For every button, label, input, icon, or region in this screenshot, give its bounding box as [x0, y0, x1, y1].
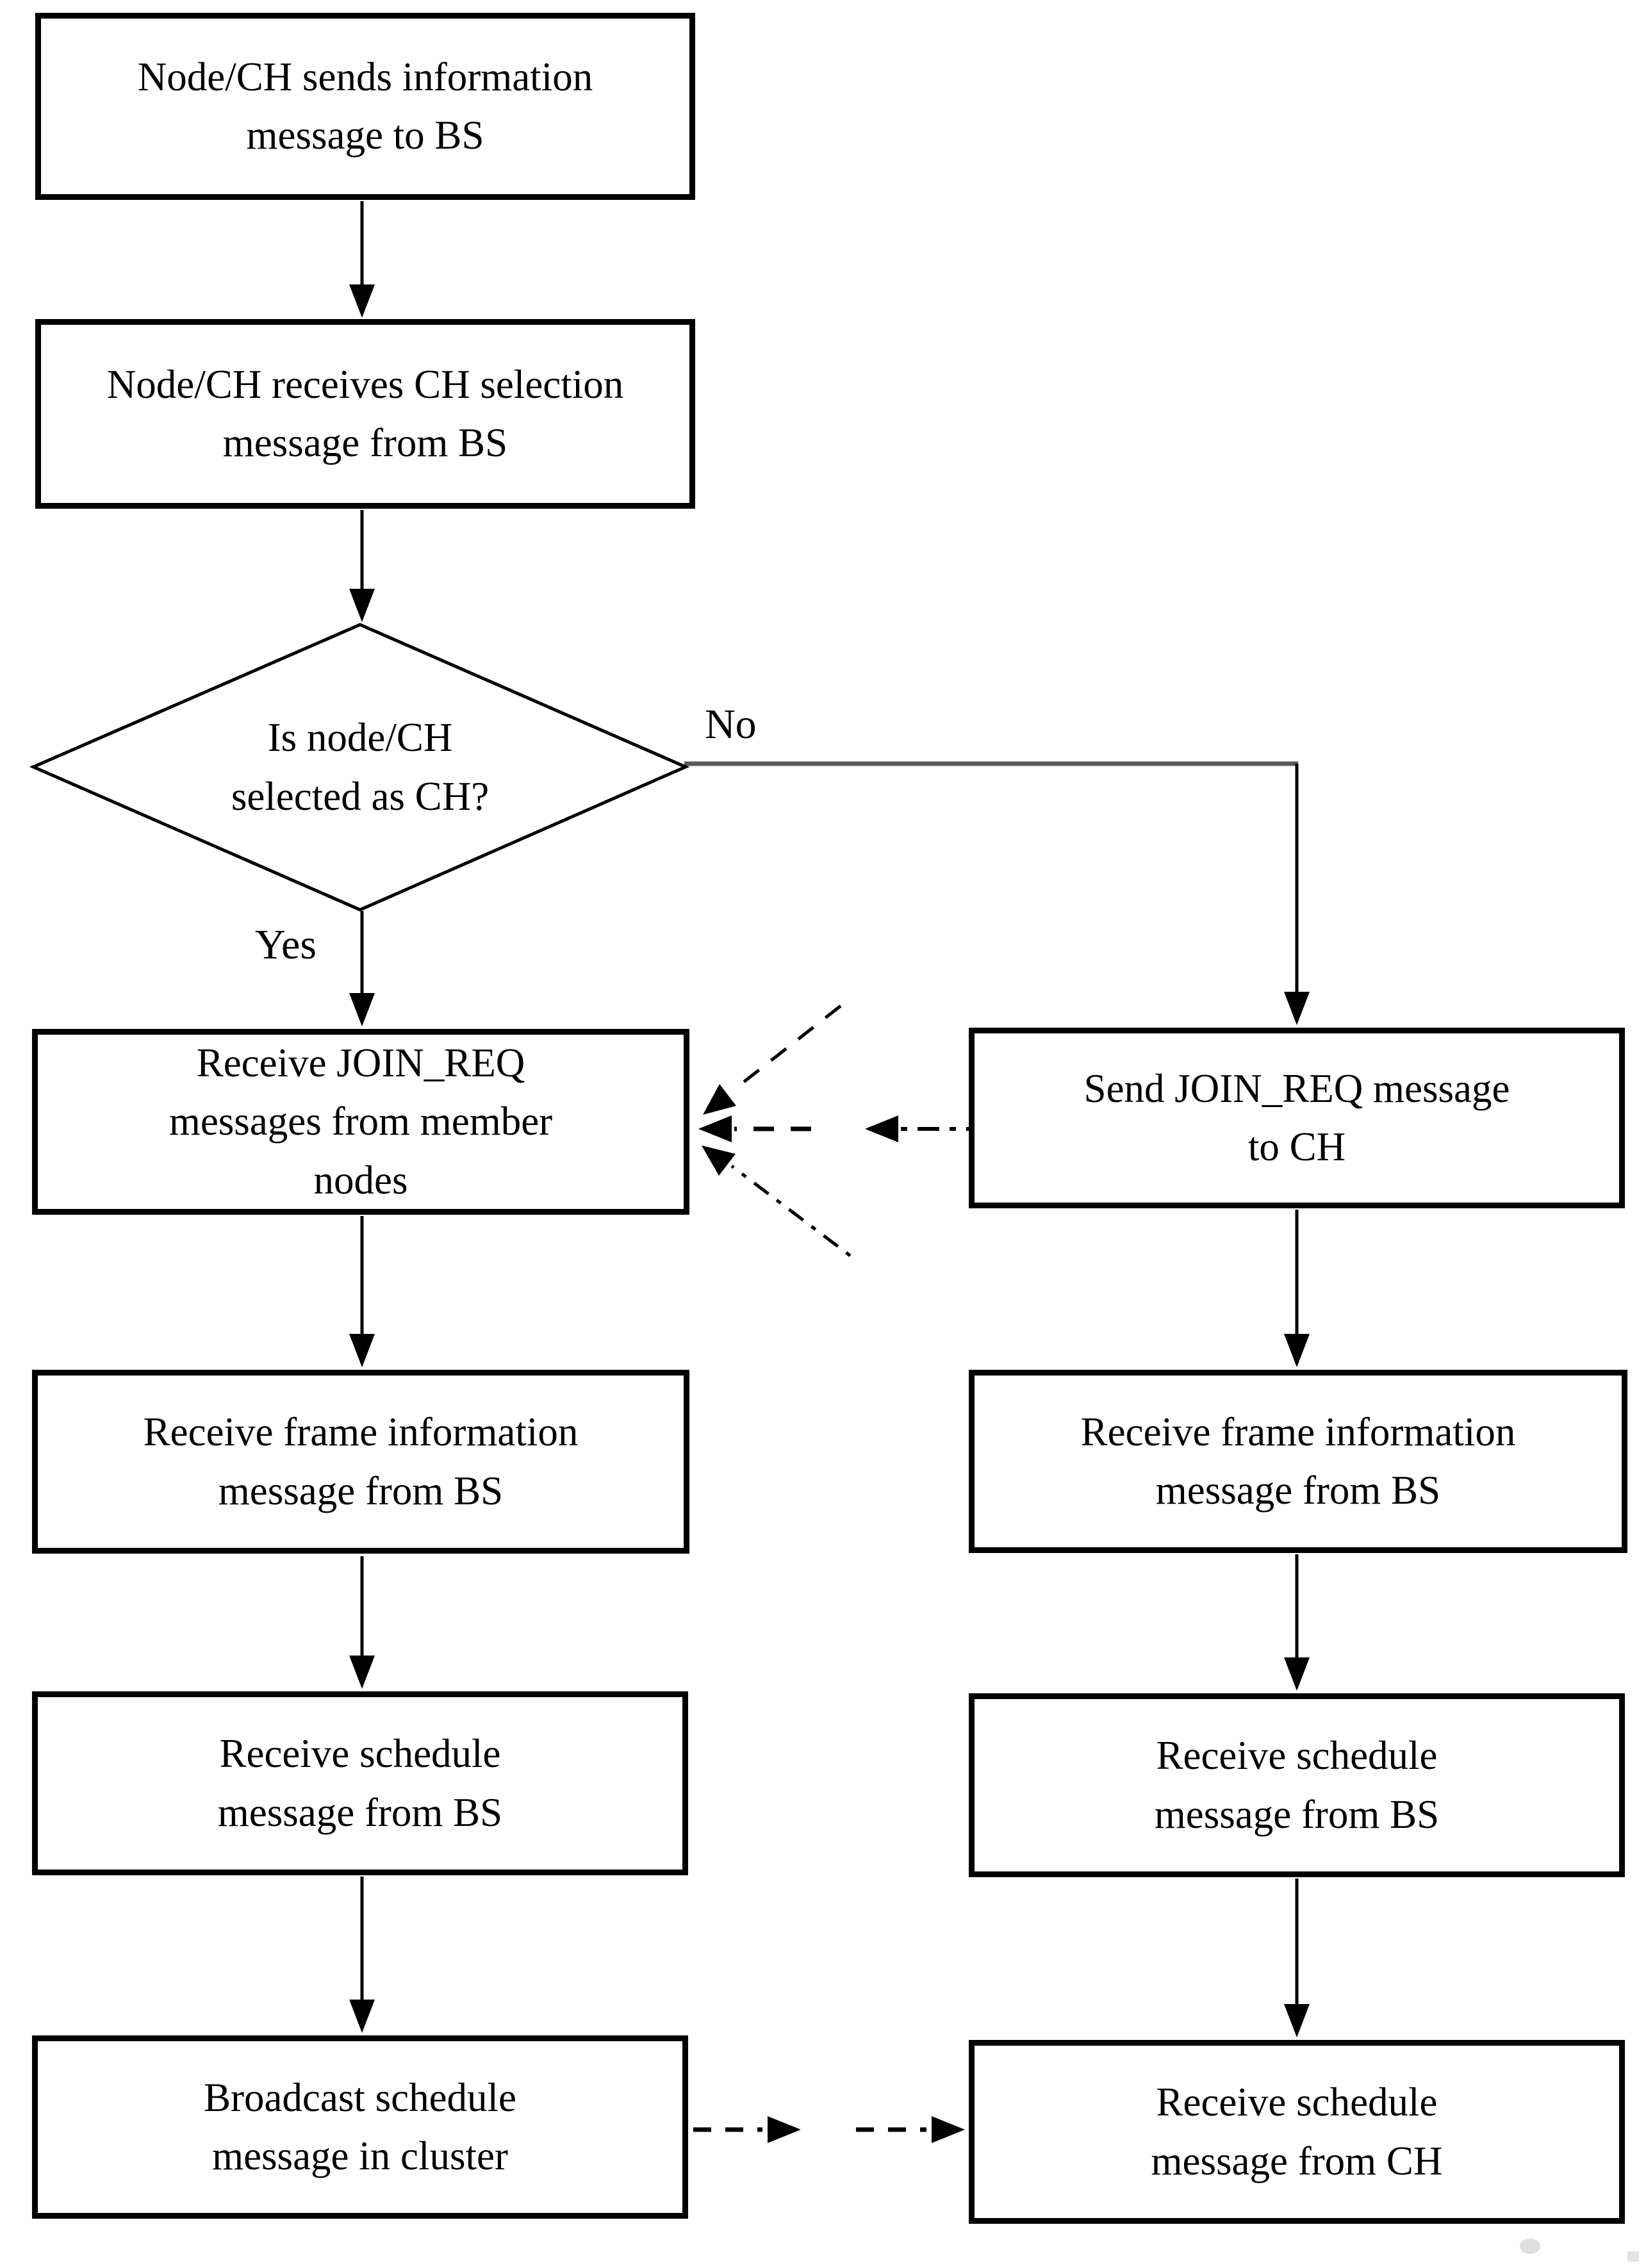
dashed-broadcast-right-arrowhead [932, 2116, 965, 2143]
receive-frame-member-box: Receive frame information message from B… [969, 1370, 1627, 1553]
arrowhead-no-to-send-join [1284, 992, 1310, 1025]
arrowhead-join-to-frame-ch [349, 1334, 375, 1367]
receive-frame-ch-box: Receive frame information message from B… [32, 1370, 689, 1554]
start-box: Node/CH sends information message to BS [35, 13, 695, 200]
receive-schedule-bs-member-box: Receive schedule message from BS [969, 1693, 1625, 1877]
ch-selection-box-label: Node/CH receives CH selection message fr… [106, 361, 624, 465]
dashed-joinreq-lower-line [730, 1165, 852, 1257]
receive-frame-member-label: Receive frame information message from B… [1080, 1409, 1516, 1513]
dashed-joinreq-upper-line [732, 1005, 842, 1092]
broadcast-schedule-box: Broadcast schedule message in cluster [32, 2035, 688, 2219]
receive-schedule-bs-ch-box: Receive schedule message from BS [32, 1691, 688, 1875]
send-join-req-box: Send JOIN_REQ message to CH [969, 1028, 1625, 1208]
dashed-joinreq-middle-arrowhead [698, 1115, 732, 1142]
receive-schedule-ch-box: Receive schedule message from CH [969, 2040, 1625, 2224]
receive-join-req-label: Receive JOIN_REQ messages from member no… [169, 1040, 553, 1203]
ch-selection-box: Node/CH receives CH selection message fr… [35, 319, 695, 509]
arrowhead-yes-to-receive-join [349, 993, 375, 1026]
send-join-req-label: Send JOIN_REQ message to CH [1083, 1065, 1510, 1169]
decision-diamond: Is node/CH selected as CH? [161, 653, 559, 881]
scan-artifact-blob [1520, 2239, 1540, 2254]
dashed-joinreq-upper-arrowhead [703, 1084, 736, 1115]
receive-schedule-bs-member-label: Receive schedule message from BS [1154, 1733, 1440, 1837]
arrowhead-selection-to-decision [349, 589, 375, 622]
no-label: No [705, 701, 757, 748]
arrowhead-schedule-to-broadcast [349, 2000, 375, 2033]
receive-join-req-box: Receive JOIN_REQ messages from member no… [32, 1029, 689, 1215]
dashdot-sendjoin-arrowhead [865, 1115, 898, 1142]
yes-label: Yes [255, 921, 317, 968]
receive-schedule-bs-ch-label: Receive schedule message from BS [217, 1731, 503, 1835]
arrowhead-sendjoin-to-frame-member [1284, 1334, 1310, 1367]
arrowhead-frame-to-schedule-ch [349, 1656, 375, 1689]
dashed-joinreq-lower-arrowhead [702, 1146, 736, 1176]
dashed-broadcast-left-arrowhead [768, 2116, 801, 2143]
arrowhead-frame-to-schedule-member [1284, 1657, 1310, 1691]
decision-diamond-shape [29, 623, 690, 912]
arrowhead-start-to-selection [349, 284, 375, 318]
receive-frame-ch-label: Receive frame information message from B… [143, 1409, 579, 1513]
broadcast-schedule-label: Broadcast schedule message in cluster [203, 2075, 517, 2178]
arrowhead-schedule-to-schedulech [1284, 2004, 1310, 2037]
receive-schedule-ch-label: Receive schedule message from CH [1151, 2080, 1443, 2183]
scan-artifact-dot [1627, 2251, 1639, 2262]
decision-diamond-label: Is node/CH selected as CH? [231, 715, 490, 819]
start-box-label: Node/CH sends information message to BS [137, 54, 593, 158]
